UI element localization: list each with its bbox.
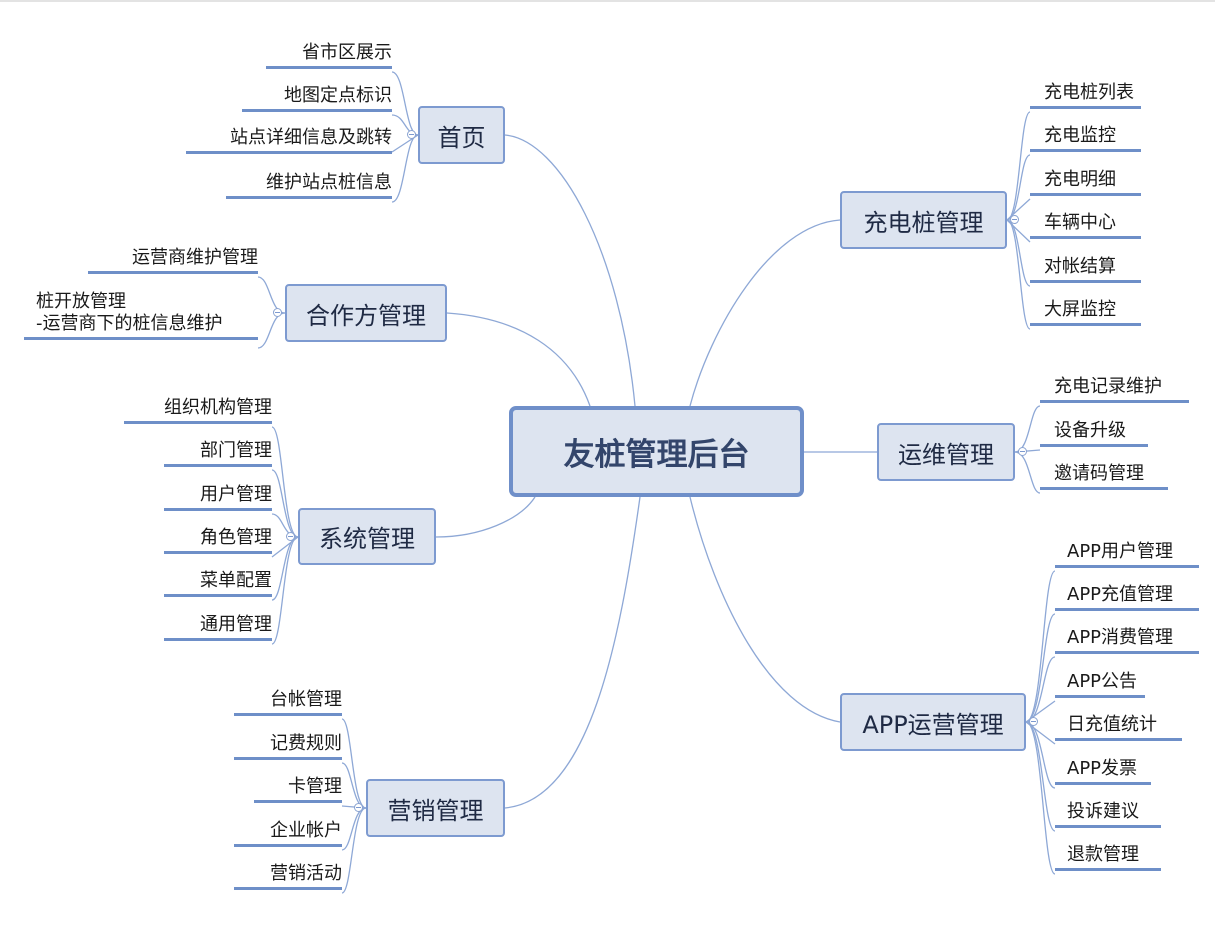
collapse-toggle-icon[interactable]	[1018, 447, 1027, 456]
leaf-charger-5[interactable]: 大屏监控	[1030, 299, 1141, 326]
leaf-marketing-4[interactable]: 营销活动	[234, 863, 342, 890]
collapse-toggle-icon[interactable]	[273, 308, 282, 317]
collapse-toggle-icon[interactable]	[354, 803, 363, 812]
leaf-home-1[interactable]: 地图定点标识	[242, 85, 392, 112]
leaf-home-3[interactable]: 维护站点桩信息	[226, 172, 392, 199]
leaf-partner-0[interactable]: 运营商维护管理	[88, 247, 258, 274]
branch-app[interactable]: APP运营管理	[840, 693, 1026, 751]
leaf-system-3[interactable]: 角色管理	[164, 527, 272, 554]
leaf-marketing-3[interactable]: 企业帐户	[234, 820, 342, 847]
leaf-partner-1-line1: 桩开放管理	[36, 291, 126, 312]
leaf-system-1[interactable]: 部门管理	[164, 440, 272, 467]
leaf-marketing-1[interactable]: 记费规则	[234, 733, 342, 760]
branch-home[interactable]: 首页	[418, 106, 505, 164]
top-divider	[0, 0, 1215, 2]
leaf-system-4[interactable]: 菜单配置	[164, 570, 272, 597]
leaf-partner-1[interactable]: 桩开放管理 -运营商下的桩信息维护	[24, 291, 258, 340]
branch-partner[interactable]: 合作方管理	[285, 284, 447, 342]
branch-marketing[interactable]: 营销管理	[366, 779, 505, 837]
leaf-system-5[interactable]: 通用管理	[164, 614, 272, 641]
leaf-charger-0[interactable]: 充电桩列表	[1030, 82, 1141, 109]
collapse-toggle-icon[interactable]	[407, 130, 416, 139]
leaf-charger-4[interactable]: 对帐结算	[1030, 256, 1141, 283]
collapse-toggle-icon[interactable]	[1010, 215, 1019, 224]
leaf-system-2[interactable]: 用户管理	[164, 484, 272, 511]
leaf-ops-0[interactable]: 充电记录维护	[1040, 376, 1189, 403]
leaf-ops-2[interactable]: 邀请码管理	[1040, 463, 1168, 490]
leaf-app-0[interactable]: APP用户管理	[1055, 541, 1199, 568]
central-topic[interactable]: 友桩管理后台	[509, 406, 804, 497]
leaf-partner-1-line2: -运营商下的桩信息维护	[36, 313, 223, 334]
collapse-toggle-icon[interactable]	[1029, 717, 1038, 726]
leaf-home-2[interactable]: 站点详细信息及跳转	[186, 127, 392, 154]
branch-system[interactable]: 系统管理	[298, 508, 436, 565]
leaf-app-3[interactable]: APP公告	[1055, 671, 1145, 698]
leaf-app-1[interactable]: APP充值管理	[1055, 584, 1199, 611]
leaf-app-6[interactable]: 投诉建议	[1055, 801, 1161, 828]
leaf-charger-2[interactable]: 充电明细	[1030, 169, 1141, 196]
leaf-marketing-2[interactable]: 卡管理	[254, 776, 342, 803]
leaf-system-0[interactable]: 组织机构管理	[124, 397, 272, 424]
leaf-marketing-0[interactable]: 台帐管理	[234, 689, 342, 716]
leaf-ops-1[interactable]: 设备升级	[1040, 420, 1148, 447]
branch-ops[interactable]: 运维管理	[877, 423, 1015, 481]
leaf-charger-1[interactable]: 充电监控	[1030, 125, 1141, 152]
leaf-app-5[interactable]: APP发票	[1055, 758, 1151, 785]
leaf-home-0[interactable]: 省市区展示	[266, 42, 392, 69]
leaf-app-7[interactable]: 退款管理	[1055, 844, 1161, 871]
collapse-toggle-icon[interactable]	[286, 532, 295, 541]
leaf-app-4[interactable]: 日充值统计	[1055, 714, 1182, 741]
leaf-charger-3[interactable]: 车辆中心	[1030, 212, 1141, 239]
leaf-app-2[interactable]: APP消费管理	[1055, 627, 1199, 654]
branch-charger[interactable]: 充电桩管理	[840, 191, 1007, 249]
